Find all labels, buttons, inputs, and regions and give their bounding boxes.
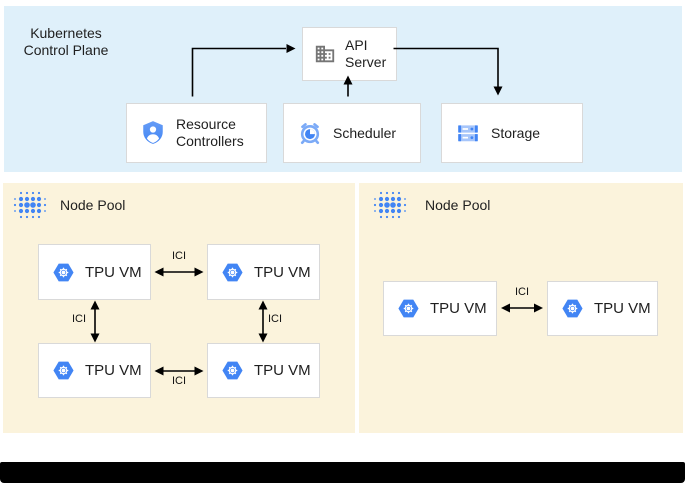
bottom-bar: [0, 462, 685, 483]
tpu-vm-label: TPU VM: [254, 263, 311, 281]
ici-label: ICI: [268, 313, 283, 325]
tpu-icon: [52, 261, 75, 284]
tpu-vm-box: TPU VM: [547, 281, 658, 336]
api-server-label: API Server: [345, 37, 387, 70]
resource-controllers-box: Resource Controllers: [126, 103, 267, 163]
tpu-vm-box: TPU VM: [38, 244, 151, 300]
api-server-box: API Server: [302, 27, 397, 81]
control-plane-panel: Kubernetes Control Plane API Server Reso…: [4, 6, 682, 172]
tpu-icon: [221, 261, 244, 284]
tpu-vm-label: TPU VM: [594, 300, 651, 317]
resource-controllers-label: Resource Controllers: [176, 116, 244, 149]
storage-label: Storage: [491, 124, 541, 141]
tpu-vm-box: TPU VM: [38, 343, 151, 398]
tpu-vm-label: TPU VM: [85, 263, 142, 281]
storage-box: Storage: [441, 103, 583, 163]
node-pool-icon: [12, 190, 48, 225]
control-plane-title: Kubernetes Control Plane: [23, 25, 109, 58]
ici-label: ICI: [514, 286, 530, 298]
tpu-icon: [221, 359, 244, 382]
tpu-vm-label: TPU VM: [254, 362, 311, 379]
tpu-vm-box: TPU VM: [207, 244, 320, 300]
storage-icon: [455, 120, 481, 146]
tpu-icon: [397, 297, 420, 320]
tpu-icon: [561, 297, 584, 320]
node-pool-icon: [372, 190, 408, 225]
node-pool-label: Node Pool: [60, 197, 126, 213]
tpu-vm-box: TPU VM: [383, 281, 497, 336]
ici-label: ICI: [71, 313, 86, 325]
ici-label: ICI: [171, 250, 187, 262]
tpu-vm-label: TPU VM: [85, 362, 142, 379]
scheduler-label: Scheduler: [333, 124, 397, 141]
scheduler-box: Scheduler: [283, 103, 421, 163]
shield-user-icon: [140, 120, 166, 146]
tpu-vm-label: TPU VM: [430, 300, 487, 317]
node-pool-label: Node Pool: [425, 197, 491, 213]
ici-label: ICI: [171, 375, 187, 387]
tpu-icon: [52, 359, 75, 382]
clock-icon: [297, 120, 323, 146]
tpu-vm-box: TPU VM: [207, 343, 320, 398]
node-pool-left-panel: Node Pool TPU VM: [3, 183, 355, 433]
building-icon: [314, 43, 336, 65]
node-pool-right-panel: Node Pool TPU VM: [359, 183, 683, 433]
